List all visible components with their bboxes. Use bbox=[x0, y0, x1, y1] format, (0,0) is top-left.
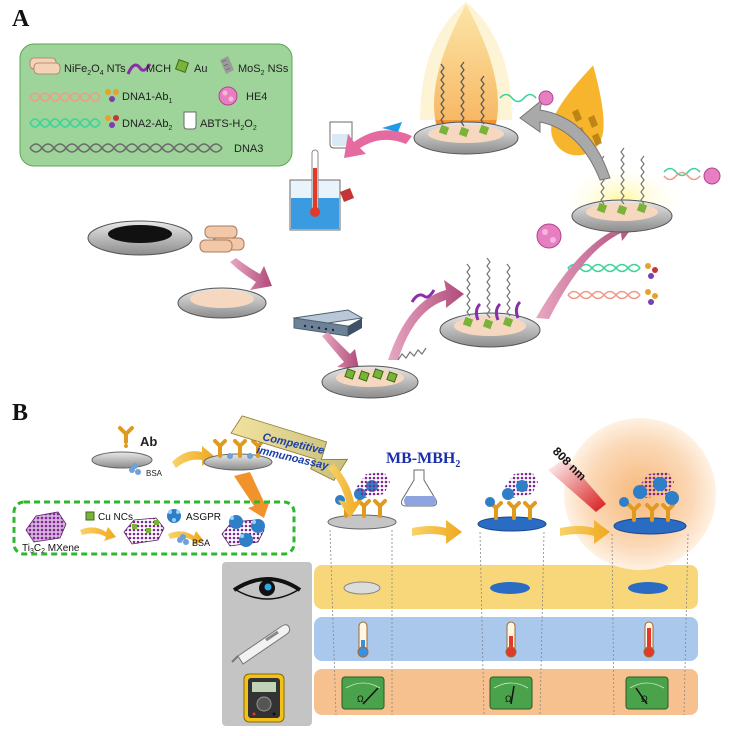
row-ohmmeter-3 bbox=[625, 676, 669, 710]
mb-mbh2-label: MB-MBH2 bbox=[386, 450, 460, 470]
bsa-cluster-top bbox=[129, 463, 141, 475]
antibody2-icon bbox=[105, 115, 119, 128]
nanotube-bundle-icon bbox=[199, 225, 245, 253]
he4-protein-icon bbox=[218, 86, 238, 106]
arrow-b-4 bbox=[328, 464, 362, 518]
legend-abts: ABTS-H2O2 bbox=[200, 118, 257, 132]
flow-arrow-5 bbox=[519, 98, 611, 181]
antibody-pair-icon bbox=[645, 263, 658, 305]
arrow-b-6 bbox=[560, 520, 610, 544]
legend-dna3: DNA3 bbox=[234, 143, 263, 155]
beaker-icon bbox=[183, 111, 197, 130]
sandwich-electrode-icon bbox=[571, 147, 673, 233]
water-bath-icon bbox=[289, 149, 354, 231]
arrow-b-2 bbox=[80, 527, 116, 541]
electrodeposition-device-icon bbox=[292, 309, 364, 337]
flask-icon bbox=[401, 469, 437, 507]
arrow-b-3 bbox=[168, 531, 204, 545]
row-thermometer-3 bbox=[643, 621, 655, 658]
arrow-b-5 bbox=[412, 520, 462, 544]
row-thermometer-2 bbox=[505, 621, 517, 658]
bsa-cluster-bottom bbox=[177, 534, 189, 545]
mxene-label: Ti3C2 MXene bbox=[22, 543, 80, 555]
asgpr-icon bbox=[167, 509, 181, 523]
legend-mch: MCH bbox=[146, 63, 171, 75]
cu-nc-icon bbox=[85, 511, 95, 521]
cu-label: Cu NCs bbox=[98, 512, 133, 523]
probe-bound-electrode-2 bbox=[477, 472, 547, 532]
flow-arrow-4 bbox=[536, 219, 636, 319]
antibody1-icon bbox=[105, 89, 119, 102]
digital-thermometer-icon bbox=[231, 624, 291, 665]
row-ohmmeter-2 bbox=[489, 676, 533, 710]
ab-label: Ab bbox=[140, 434, 157, 449]
mos2-sheet-icon bbox=[220, 56, 234, 74]
photothermal-electrode-icon bbox=[413, 2, 554, 155]
legend-dna2-ab2: DNA2-Ab2 bbox=[122, 118, 172, 132]
eye-icon bbox=[232, 577, 302, 600]
asgpr-label: ASGPR bbox=[186, 512, 221, 523]
ohm-label-3: Ω bbox=[641, 694, 648, 704]
bare-electrode-icon bbox=[87, 220, 193, 256]
dna2-strand-icon bbox=[29, 118, 101, 128]
mch-icon bbox=[126, 63, 152, 75]
probe-bound-electrode-3 bbox=[613, 472, 687, 535]
legend-nife: NiFe2O4 NTs bbox=[64, 63, 126, 77]
nife-nanotube-icon bbox=[29, 57, 61, 75]
au-electrode-icon bbox=[321, 365, 419, 399]
multimeter-icon bbox=[243, 673, 285, 723]
flow-arrow-1 bbox=[230, 258, 272, 290]
probe-complex-icon bbox=[221, 515, 265, 547]
legend-he4: HE4 bbox=[246, 91, 267, 103]
laser-beam-icon bbox=[548, 458, 606, 512]
legend-box: NiFe2O4 NTs MCH Au MoS2 NSs DNA1-Ab1 HE4… bbox=[19, 43, 293, 167]
dna1-strand-icon bbox=[29, 92, 101, 102]
probe-synthesis-box bbox=[12, 500, 296, 556]
row-electrode-2 bbox=[490, 582, 530, 594]
flow-arrow-6 bbox=[344, 130, 412, 158]
legend-mos2: MoS2 NSs bbox=[238, 63, 289, 77]
panel-a-label: A bbox=[12, 6, 30, 32]
dna-electrode-icon bbox=[439, 257, 541, 348]
flow-arrow-3 bbox=[388, 280, 464, 360]
ohm-label-2: Ω bbox=[505, 694, 512, 704]
au-icon bbox=[174, 58, 190, 74]
legend-au: Au bbox=[194, 63, 207, 75]
ab-bsa-electrode-icon bbox=[203, 439, 273, 471]
he4-target-icon bbox=[536, 223, 562, 249]
guide-lines bbox=[329, 529, 689, 716]
ohm-label-1: Ω bbox=[357, 694, 364, 704]
row-electrode-1 bbox=[343, 581, 381, 595]
row-thermometer bbox=[314, 617, 698, 661]
coated-electrode-icon bbox=[177, 287, 267, 319]
bsa-label-top: BSA bbox=[146, 469, 163, 478]
row-ohmmeter-1 bbox=[341, 676, 385, 710]
cu-mxene-sheet-icon bbox=[123, 517, 165, 545]
bsa-label-bottom: BSA bbox=[192, 538, 210, 548]
row-thermometer-1 bbox=[357, 621, 369, 658]
arrow-b-orange bbox=[234, 472, 270, 518]
arrow-b-1 bbox=[172, 446, 214, 468]
flow-arrow-2 bbox=[322, 332, 359, 369]
panel-b-label: B bbox=[12, 400, 28, 426]
row-electrode-3 bbox=[628, 582, 668, 594]
legend-dna1-ab1: DNA1-Ab1 bbox=[122, 91, 172, 105]
mxene-sheet-icon bbox=[25, 511, 67, 543]
